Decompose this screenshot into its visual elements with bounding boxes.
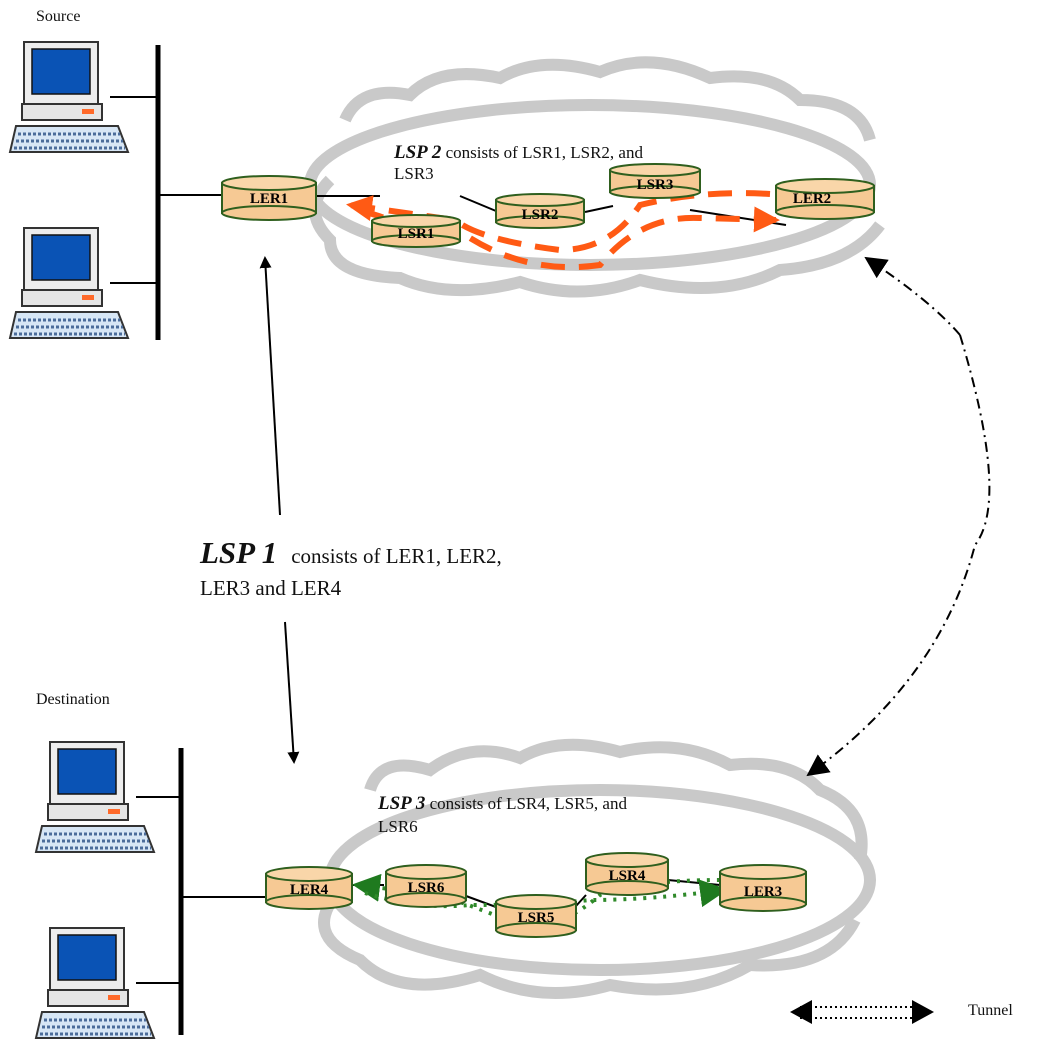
lsr3-label: LSR3 xyxy=(637,177,674,193)
ler2-label: LER2 xyxy=(793,191,831,207)
router-icon-lsr4 xyxy=(585,852,669,896)
lsr2-label: LSR2 xyxy=(522,207,559,223)
tunnel-link-up xyxy=(864,256,961,336)
lsp1-arrow-up xyxy=(259,256,281,516)
ler1-label: LER1 xyxy=(250,191,288,207)
ler3-label: LER3 xyxy=(744,884,782,900)
lsp1-line1: consists of LER1, LER2, xyxy=(291,544,502,568)
lsp2-line2: LSR3 xyxy=(394,164,434,183)
router-icon-lsr2 xyxy=(495,193,585,229)
lsp2-path xyxy=(346,190,780,271)
router-icon-lsr1 xyxy=(371,214,461,248)
lsp1-arrow-down xyxy=(284,621,300,764)
router-icon-ler3 xyxy=(719,864,807,912)
lsp2-description: LSP 2 consists of LSR1, LSR2, and xyxy=(394,143,643,163)
tunnel-link-down xyxy=(806,334,991,777)
destination-label: Destination xyxy=(36,691,110,708)
lsp3-line2: LSR6 xyxy=(378,817,418,836)
lsp1-line2: LER3 and LER4 xyxy=(200,576,342,600)
lsr6-label: LSR6 xyxy=(408,880,445,896)
ler4-label: LER4 xyxy=(290,882,329,898)
router-icon-lsr5 xyxy=(495,894,577,938)
lsp1-description: LSP 1 consists of LER1, LER2, xyxy=(200,535,502,570)
source-label: Source xyxy=(36,8,81,25)
router-icon-ler1 xyxy=(221,175,317,221)
lsr4-label: LSR4 xyxy=(609,868,646,884)
router-icon-lsr6 xyxy=(385,864,467,908)
router-icon-lsr3 xyxy=(609,163,701,199)
lsp2-name: LSP 2 xyxy=(394,142,442,163)
lsp3-description: LSP 3 consists of LSR4, LSR5, and xyxy=(378,794,627,814)
lsp2-line1: consists of LSR1, LSR2, and xyxy=(445,143,643,162)
tunnel-label: Tunnel xyxy=(968,1002,1013,1019)
lsp3-line1: consists of LSR4, LSR5, and xyxy=(429,794,627,813)
lsp3-name: LSP 3 xyxy=(378,793,426,814)
lsr5-label: LSR5 xyxy=(518,910,555,926)
router-icon-ler2 xyxy=(775,178,875,220)
lsr1-label: LSR1 xyxy=(398,226,435,242)
tunnel-legend-icon xyxy=(790,1000,934,1024)
router-icon-ler4 xyxy=(265,866,353,910)
lsp3-path xyxy=(352,873,728,928)
lsp1-name: LSP 1 xyxy=(200,535,278,570)
